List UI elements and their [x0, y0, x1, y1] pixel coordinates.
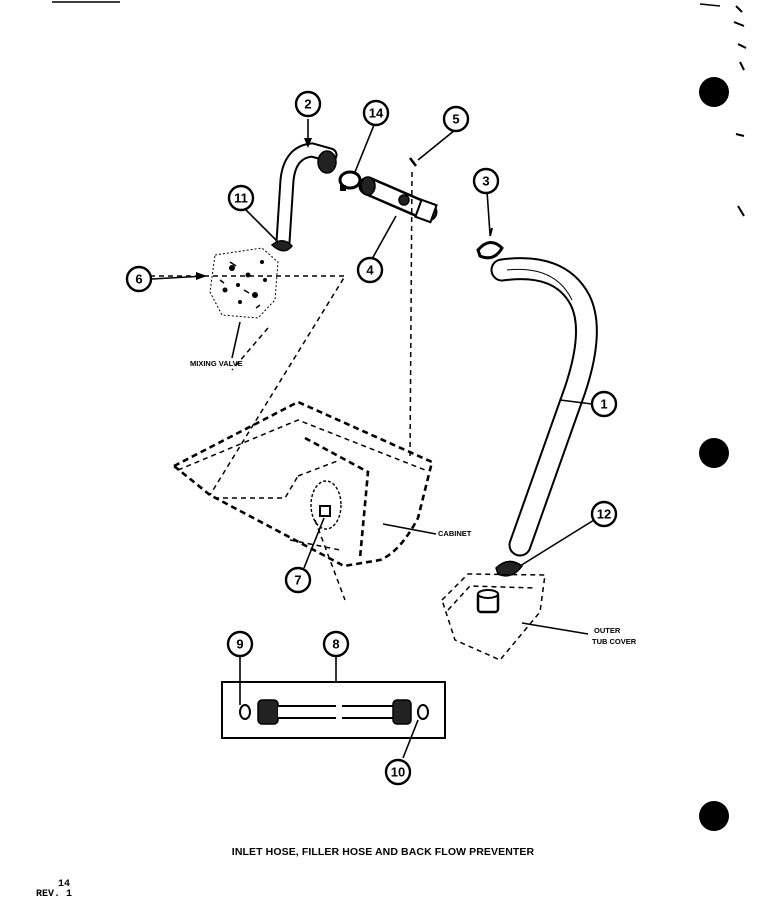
callout-11: 11: [227, 184, 255, 212]
svg-text:9: 9: [236, 637, 243, 652]
page-number: 14: [58, 879, 71, 890]
outer-tub-cover: [441, 573, 546, 661]
svg-text:7: 7: [294, 573, 301, 588]
cabinet: [150, 275, 434, 601]
callout-9: 9: [226, 630, 254, 658]
callout-12: 12: [590, 500, 618, 528]
outer-tub-cover-label-1: OUTER: [594, 626, 621, 635]
svg-text:14: 14: [369, 106, 384, 121]
callout-7: 7: [284, 566, 312, 594]
callout-10: 10: [384, 758, 412, 786]
punch-hole-middle: [699, 438, 729, 468]
revision: REV. 1: [36, 889, 73, 900]
punch-hole-bottom: [699, 801, 729, 831]
svg-text:11: 11: [234, 191, 248, 206]
callout-5: 5: [442, 105, 470, 133]
diagram-caption: INLET HOSE, FILLER HOSE AND BACK FLOW PR…: [231, 846, 535, 858]
svg-text:4: 4: [366, 263, 374, 278]
inlet-hose-kit: [221, 681, 446, 739]
mixing-valve: [209, 247, 279, 319]
mixing-valve-label: MIXING VALVE: [190, 359, 243, 368]
svg-text:10: 10: [391, 765, 405, 780]
callout-1: 1: [590, 390, 618, 418]
svg-text:12: 12: [597, 507, 611, 522]
callout-3: 3: [472, 167, 500, 195]
svg-text:1: 1: [600, 397, 607, 412]
svg-text:2: 2: [304, 97, 311, 112]
cabinet-label: CABINET: [438, 529, 472, 538]
svg-text:3: 3: [482, 174, 489, 189]
callout-6: 6: [125, 265, 153, 293]
svg-text:5: 5: [452, 112, 459, 127]
page-number-block: 14 REV. 1: [36, 880, 72, 900]
svg-text:6: 6: [135, 272, 142, 287]
callout-8: 8: [322, 630, 350, 658]
callout-4: 4: [356, 256, 384, 284]
punch-hole-top: [699, 77, 729, 107]
outer-tub-cover-label-2: TUB COVER: [592, 637, 637, 646]
callout-14: 14: [362, 99, 390, 127]
svg-text:8: 8: [332, 637, 339, 652]
back-flow-preventer: [358, 176, 438, 224]
callout-2: 2: [294, 90, 322, 118]
